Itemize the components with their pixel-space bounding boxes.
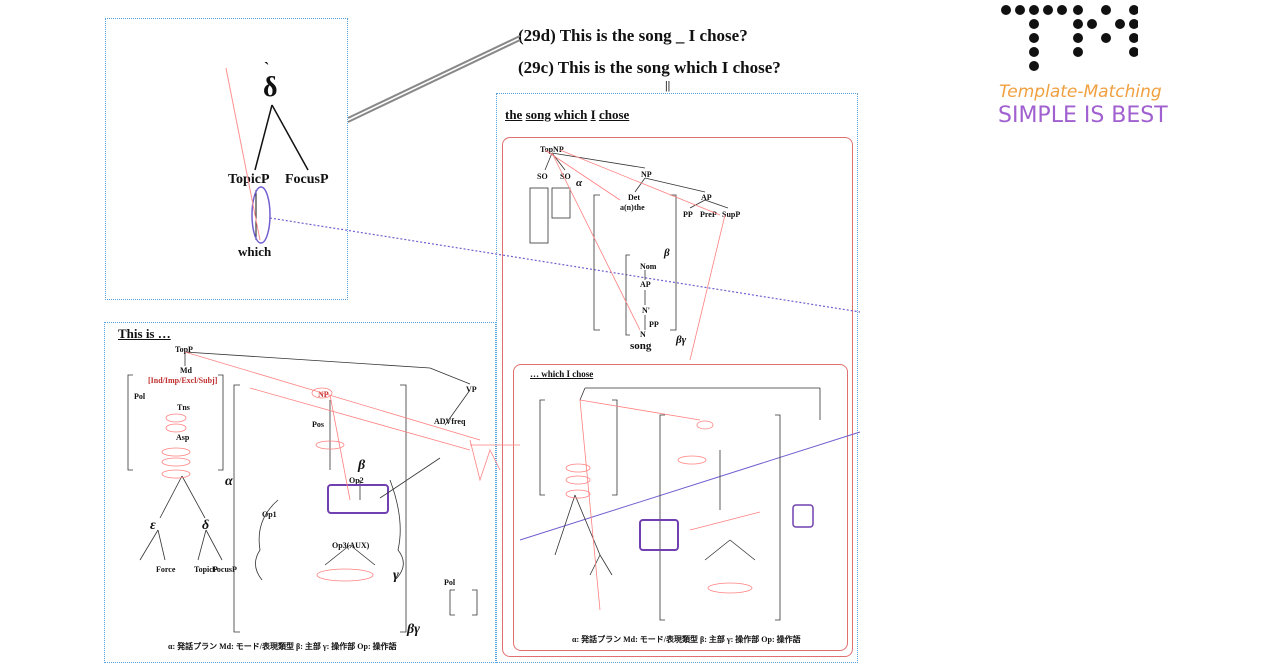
focusp-label: FocusP: [285, 172, 329, 187]
left-alpha: α: [225, 474, 233, 489]
node-vp: VP: [466, 385, 477, 394]
tm-logo-icon: [998, 2, 1138, 77]
node-ap-2: AP: [640, 280, 651, 289]
sentence-29d: (29d) This is the song _ I chose?: [518, 26, 748, 45]
left-beta: β: [358, 458, 366, 473]
node-asp: Asp: [176, 433, 190, 442]
node-np: NP: [641, 170, 652, 179]
left-epsilon: ε: [150, 518, 156, 533]
heading-word-which: which: [554, 107, 588, 122]
left-panel-heading: This is …: [118, 326, 171, 341]
left-beta-gamma: βγ: [407, 622, 420, 637]
heading-word-chose: chose: [598, 107, 630, 122]
node-det: Det: [628, 193, 640, 202]
node-nom: Nom: [640, 262, 657, 271]
node-an: a(n): [620, 203, 634, 212]
node-mood-feature: [Ind/Imp/Excl/Subj]: [148, 376, 218, 385]
right-panel-heading: the song which I chose: [505, 107, 629, 123]
right-beta-gamma: βγ: [676, 334, 687, 346]
node-pp: PP: [683, 210, 693, 219]
node-song: song: [630, 340, 652, 352]
delta-grave: `: [264, 60, 270, 77]
node-supp: SupP: [722, 210, 741, 219]
node-focusp-small: FocusP: [212, 565, 237, 574]
node-topicp-small: TopicP: [194, 565, 218, 574]
node-the: the: [634, 203, 645, 212]
left-panel: [104, 322, 496, 663]
heading-word-the: the: [505, 107, 523, 122]
node-force: Force: [156, 565, 176, 574]
left-gamma: γ: [393, 568, 399, 583]
node-prep: PreP: [700, 210, 717, 219]
node-so-1: SO: [537, 172, 548, 181]
node-pol-right: Pol: [444, 578, 456, 587]
node-n: N: [640, 330, 646, 339]
right-alpha: α: [576, 177, 583, 189]
equals-mark: ||: [665, 78, 671, 92]
node-nbar: N': [642, 306, 650, 315]
node-ap: AP: [701, 193, 712, 202]
heading-word-i: I: [590, 107, 596, 122]
delta-panel: [105, 18, 348, 300]
left-delta: δ: [202, 518, 210, 533]
legend-left: α: 発話プラン Md: モード/表現類型 β: 主部 γ: 操作部 Op: 操…: [168, 642, 397, 651]
node-tns: Tns: [177, 403, 190, 412]
logo-subtitle: Template-Matching: [999, 82, 1162, 102]
logo-tagline: SIMPLE IS BEST: [998, 103, 1168, 128]
inner-heading: … which I chose: [530, 369, 594, 379]
node-so-2: SO: [560, 172, 571, 181]
sentence-29c: (29c) This is the song which I chose?: [518, 58, 781, 77]
heading-word-song: song: [525, 107, 551, 122]
node-md: Md: [180, 366, 192, 375]
delta-root: δ: [263, 72, 278, 103]
node-pol: Pol: [134, 392, 146, 401]
topicp-label: TopicP: [228, 172, 270, 187]
node-op1: Op1: [262, 510, 277, 519]
right-beta: β: [664, 247, 670, 259]
node-pp-2: PP: [649, 320, 659, 329]
node-advfreq: ADVfreq: [434, 417, 466, 426]
right-panel: [496, 93, 858, 663]
node-topnp: TopNP: [540, 145, 564, 154]
which-label: which: [238, 244, 272, 259]
legend-right: α: 発話プラン Md: モード/表現類型 β: 主部 γ: 操作部 Op: 操…: [572, 635, 801, 644]
node-topp: TopP: [175, 345, 193, 354]
tm-logo-dots-icon: [1001, 5, 1138, 71]
node-np-left: NP: [318, 390, 329, 399]
node-op2: Op2: [349, 476, 364, 485]
np-red-box: [502, 137, 853, 657]
node-pos: Pos: [312, 420, 324, 429]
relative-clause-red-box: [513, 364, 848, 651]
